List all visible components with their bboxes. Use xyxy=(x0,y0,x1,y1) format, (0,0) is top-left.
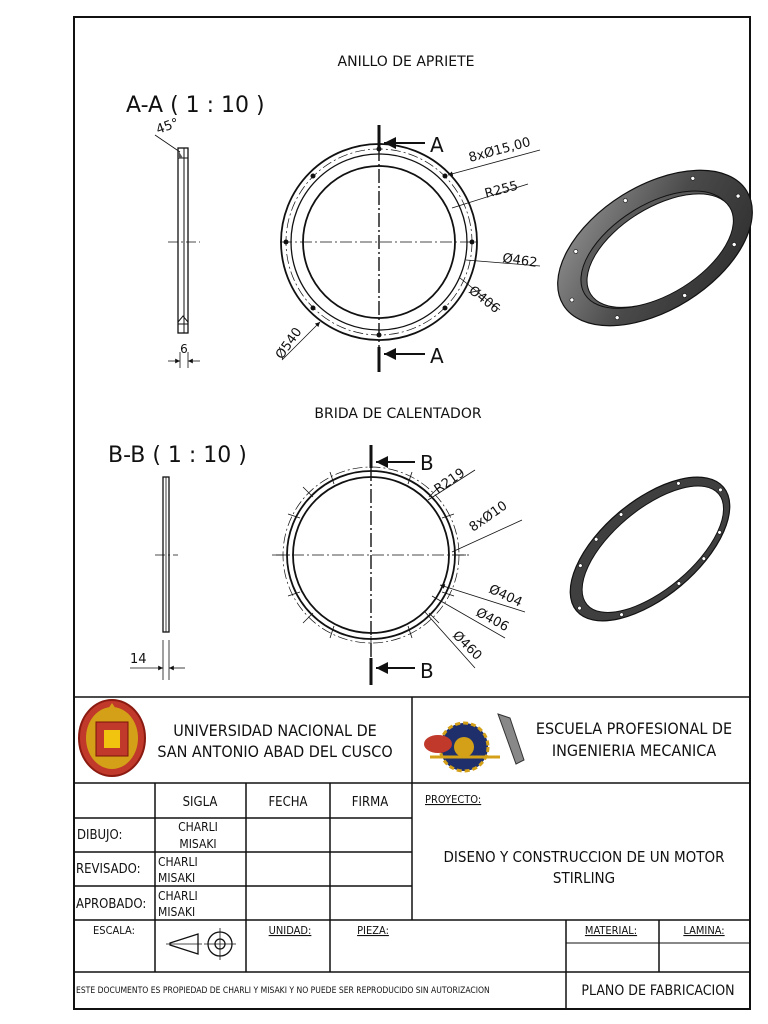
section-mark-a-bottom: A xyxy=(430,344,444,368)
university-logo xyxy=(78,699,146,777)
dim-chamfer-45: 45° xyxy=(154,116,181,138)
proyecto-line1: DISENO Y CONSTRUCCION DE UN MOTOR xyxy=(444,848,725,866)
bolt-holes-a xyxy=(283,146,475,338)
dim-radius-a: R255 xyxy=(483,179,520,202)
pieza-label: PIEZA: xyxy=(357,924,389,937)
proyecto-label: PROYECTO: xyxy=(425,793,481,806)
section-mark-b-bottom: B xyxy=(420,659,434,683)
dim-holes-b: 8xØ10 xyxy=(467,498,511,535)
revisado-name1: CHARLI xyxy=(158,855,198,869)
ring-front-view-a xyxy=(280,125,478,372)
header-fecha: FECHA xyxy=(268,795,307,810)
proyecto-line2: STIRLING xyxy=(553,869,615,887)
view2-section-label: B-B ( 1 : 10 ) xyxy=(108,443,247,468)
school-logo xyxy=(424,713,525,773)
section-view-b xyxy=(130,476,185,680)
dim-d462: Ø462 xyxy=(501,251,538,271)
header-sigla: SIGLA xyxy=(183,795,218,810)
projection-symbol-icon xyxy=(166,928,236,960)
material-label: MATERIAL: xyxy=(585,924,637,937)
row-aprobado: APROBADO: xyxy=(76,897,146,912)
header-firma: FIRMA xyxy=(352,795,388,810)
leaders-view-b xyxy=(424,469,526,669)
footer-note: ESTE DOCUMENTO ES PROPIEDAD DE CHARLI Y … xyxy=(76,986,490,996)
dibujo-name2: MISAKI xyxy=(179,837,216,851)
bolt-holes-b xyxy=(276,460,466,650)
aprobado-name2: MISAKI xyxy=(158,905,195,919)
view2-title: BRIDA DE CALENTADOR xyxy=(314,406,481,422)
view1-title: ANILLO DE APRIETE xyxy=(338,54,475,70)
dibujo-name1: CHARLI xyxy=(178,820,218,834)
section-mark-a-top: A xyxy=(430,133,444,157)
row-dibujo: DIBUJO: xyxy=(77,828,122,843)
dim-d406-a: Ø406 xyxy=(466,283,503,316)
row-revisado: REVISADO: xyxy=(76,862,141,877)
title-block-grid xyxy=(74,696,750,1009)
school-name-line2: INGENIERIA MECANICA xyxy=(552,741,716,760)
aprobado-name1: CHARLI xyxy=(158,889,198,903)
dim-thickness-6: 6 xyxy=(180,342,188,356)
university-name-line2: SAN ANTONIO ABAD DEL CUSCO xyxy=(157,742,392,761)
escala-label: ESCALA: xyxy=(93,924,135,937)
ring-iso-view-a xyxy=(557,169,753,327)
unidad-label: UNIDAD: xyxy=(269,924,312,937)
view1-section-label: A-A ( 1 : 10 ) xyxy=(126,93,265,118)
section-mark-b-top: B xyxy=(420,451,434,475)
section-view-a xyxy=(154,134,200,368)
dim-thickness-14: 14 xyxy=(130,652,147,667)
dim-radius-b: R219 xyxy=(432,466,468,498)
sheet-border xyxy=(73,16,751,1010)
plano-label: PLANO DE FABRICACION xyxy=(581,983,734,999)
lamina-label: LAMINA: xyxy=(683,924,724,937)
university-name-line1: UNIVERSIDAD NACIONAL DE xyxy=(173,721,377,740)
leaders-view-a xyxy=(281,149,541,361)
ring-iso-view-b xyxy=(569,476,731,622)
school-name-line1: ESCUELA PROFESIONAL DE xyxy=(536,719,732,738)
revisado-name2: MISAKI xyxy=(158,871,195,885)
dim-d540: Ø540 xyxy=(273,325,305,362)
